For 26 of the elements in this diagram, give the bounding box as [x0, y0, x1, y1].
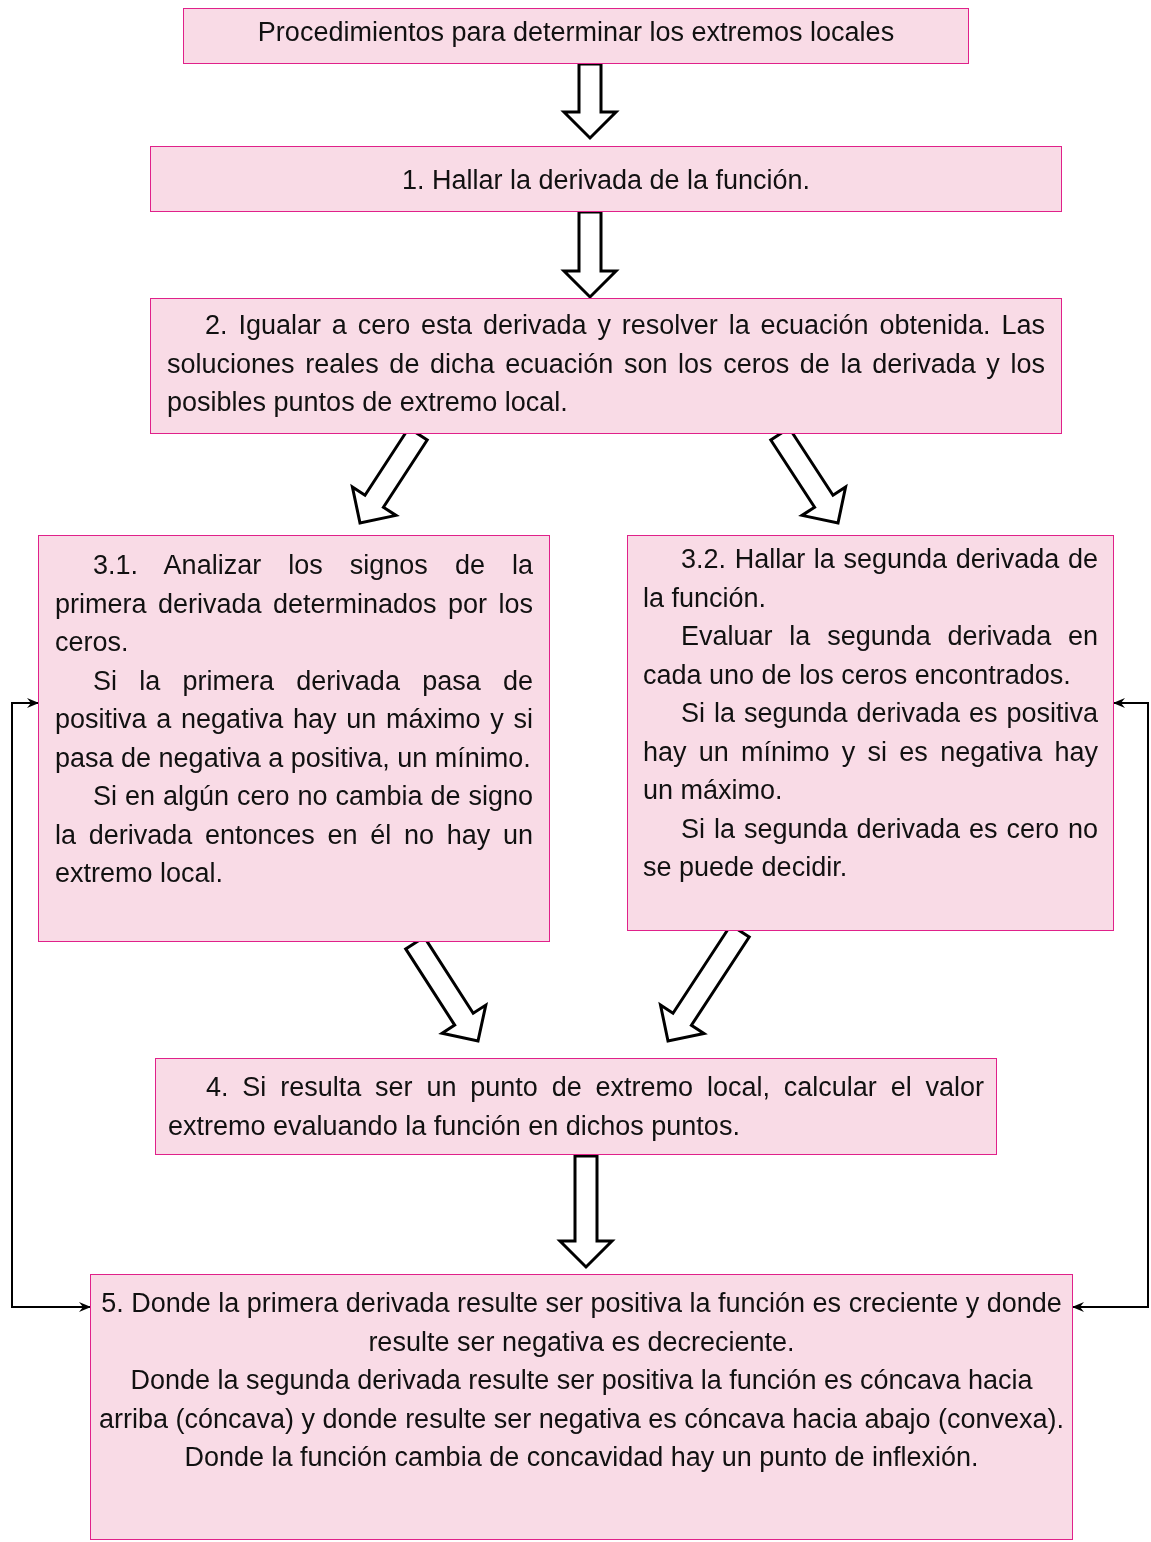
process-box — [150, 146, 1062, 212]
box-text: Si la primera derivada pasa de positiva a negativa hay un máximo y si pasa de negativa a positiva, un mínimo. — [55, 664, 533, 775]
box-text: 3.1. Analizar los signos de la primera derivada determinados por los ceros. — [55, 549, 533, 659]
block-arrow — [560, 62, 620, 141]
box-text: 2. Igualar a cero esta derivada y resolver la ecuación obtenida. Las soluciones reales de dicha ecuación son los ceros de la derivada y los posibles puntos de extremo local. — [167, 309, 1045, 419]
process-box — [38, 535, 550, 942]
box-text: Si en algún cero no cambia de signo la derivada entonces en él no hay un extremo local. — [55, 780, 533, 890]
process-box — [183, 8, 969, 64]
connector-arrow — [1072, 698, 1149, 1312]
box-text: Donde la función cambia de concavidad hay un punto de inflexión. — [183, 1441, 980, 1474]
box-text: Si la segunda derivada es cero no se puede decidir. — [643, 812, 1098, 884]
process-box — [155, 1058, 997, 1155]
connector-arrow — [11, 698, 91, 1312]
block-arrow — [556, 1154, 616, 1270]
box-text: 5. Donde la primera derivada resulte ser positiva la función es creciente y donde resulte ser negativa es decreciente. — [100, 1287, 1063, 1359]
box-text: 4. Si resulta ser un punto de extremo local, calcular el valor extremo evaluando la función en dichos puntos. — [168, 1071, 984, 1143]
process-box — [90, 1274, 1073, 1540]
box-text: Evaluar la segunda derivada en cada uno de los ceros encontrados. — [643, 620, 1098, 692]
process-box — [627, 535, 1114, 931]
process-box — [150, 298, 1062, 434]
block-arrow — [560, 210, 620, 300]
box-text: Procedimientos para determinar los extremos locales — [256, 16, 896, 49]
box-text: Si la segunda derivada es positiva hay un mínimo y si es negativa hay un máximo. — [643, 697, 1098, 807]
box-text: 3.2. Hallar la segunda derivada de la función. — [643, 543, 1098, 615]
box-text: Donde la segunda derivada resulte ser positiva la función es cóncava hacia arriba (cóncava) y donde resulte ser negativa es cóncava hacia abajo (convexa). — [97, 1364, 1065, 1436]
box-text: 1. Hallar la derivada de la función. — [400, 164, 812, 197]
